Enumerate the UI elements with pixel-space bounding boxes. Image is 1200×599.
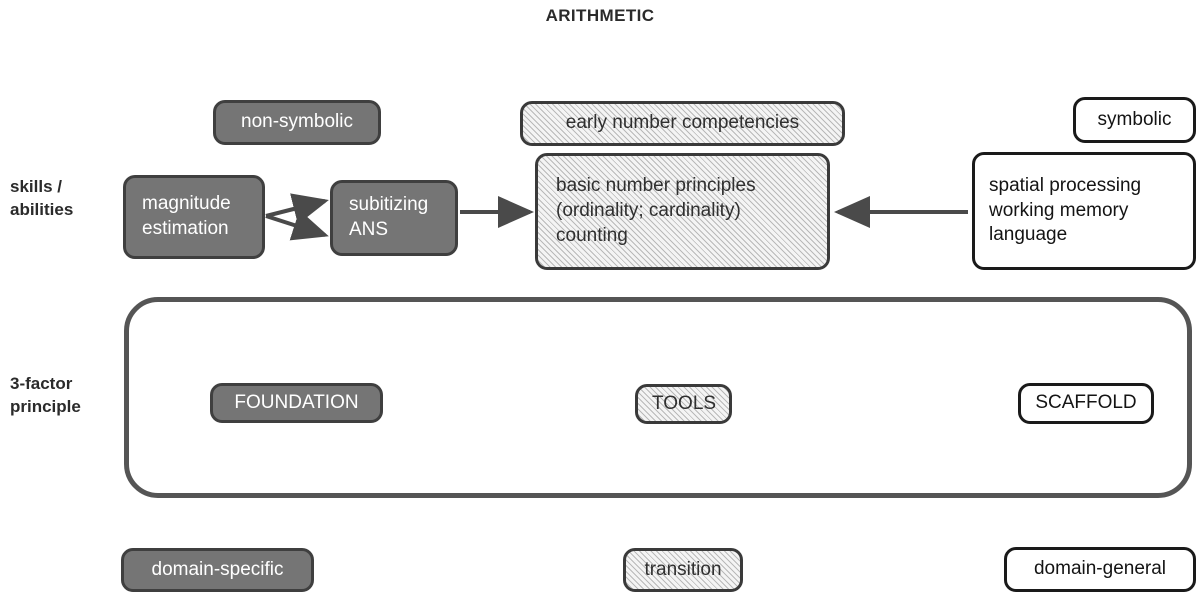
skill-box-subitizing-ans[interactable]: subitizing ANS	[330, 180, 458, 256]
skill-box-domain-general-skills[interactable]: spatial processing working memory langua…	[972, 152, 1196, 270]
skill-box-magnitude-estimation[interactable]: magnitude estimation	[123, 175, 265, 259]
legend-label-domain-specific: domain-specific	[151, 558, 284, 580]
skill-general-line2: working memory	[989, 199, 1129, 221]
factor-label-foundation: FOUNDATION	[234, 391, 359, 413]
page-title: ARITHMETIC	[545, 6, 655, 25]
row-label-skills-abilities: skills / abilities	[10, 176, 73, 222]
skill-general-line3: language	[989, 224, 1068, 246]
factor-label-scaffold: SCAFFOLD	[1035, 392, 1137, 414]
skill-magnitude-line2: estimation	[142, 218, 229, 239]
skill-box-basic-number-principles[interactable]: basic number principles (ordinality; car…	[535, 153, 830, 270]
row-label-skills-line1: skills /	[10, 177, 62, 196]
three-factor-container	[124, 297, 1192, 498]
skill-general-line1: spatial processing	[989, 174, 1142, 196]
skill-subitizing-line2: ANS	[349, 219, 389, 240]
skill-subitizing-line1: subitizing	[349, 194, 429, 216]
legend-label-transition: transition	[644, 558, 722, 580]
category-label-early-number-competencies: early number competencies	[565, 112, 800, 134]
skill-magnitude-line1: magnitude	[142, 193, 231, 215]
factor-label-tools: TOOLS	[652, 392, 717, 414]
row-label-principle-line1: 3-factor	[10, 374, 73, 393]
arrow-magnitude-to-subitizing	[265, 193, 329, 225]
factor-box-tools[interactable]: TOOLS	[635, 384, 732, 424]
category-label-symbolic: symbolic	[1097, 108, 1172, 130]
factor-box-scaffold[interactable]: SCAFFOLD	[1018, 383, 1154, 424]
skill-basic-line3: counting	[556, 224, 628, 246]
legend-box-domain-general[interactable]: domain-general	[1004, 547, 1196, 592]
factor-box-foundation[interactable]: FOUNDATION	[210, 383, 383, 423]
skill-basic-line2: (ordinality; cardinality)	[556, 200, 741, 222]
legend-label-domain-general: domain-general	[1033, 558, 1167, 580]
category-box-symbolic[interactable]: symbolic	[1073, 97, 1196, 143]
row-label-principle-line2: principle	[10, 396, 81, 416]
row-label-three-factor-principle: 3-factor principle	[10, 373, 81, 419]
legend-box-domain-specific[interactable]: domain-specific	[121, 548, 314, 592]
arrow-magnitude-to-ans	[265, 209, 329, 241]
row-label-skills-line2: abilities	[10, 199, 74, 219]
category-box-non-symbolic[interactable]: non-symbolic	[213, 100, 381, 145]
category-label-non-symbolic: non-symbolic	[241, 111, 353, 133]
legend-box-transition[interactable]: transition	[623, 548, 743, 592]
category-box-early-number-competencies[interactable]: early number competencies	[520, 101, 845, 146]
skill-basic-line1: basic number principles	[556, 175, 756, 197]
